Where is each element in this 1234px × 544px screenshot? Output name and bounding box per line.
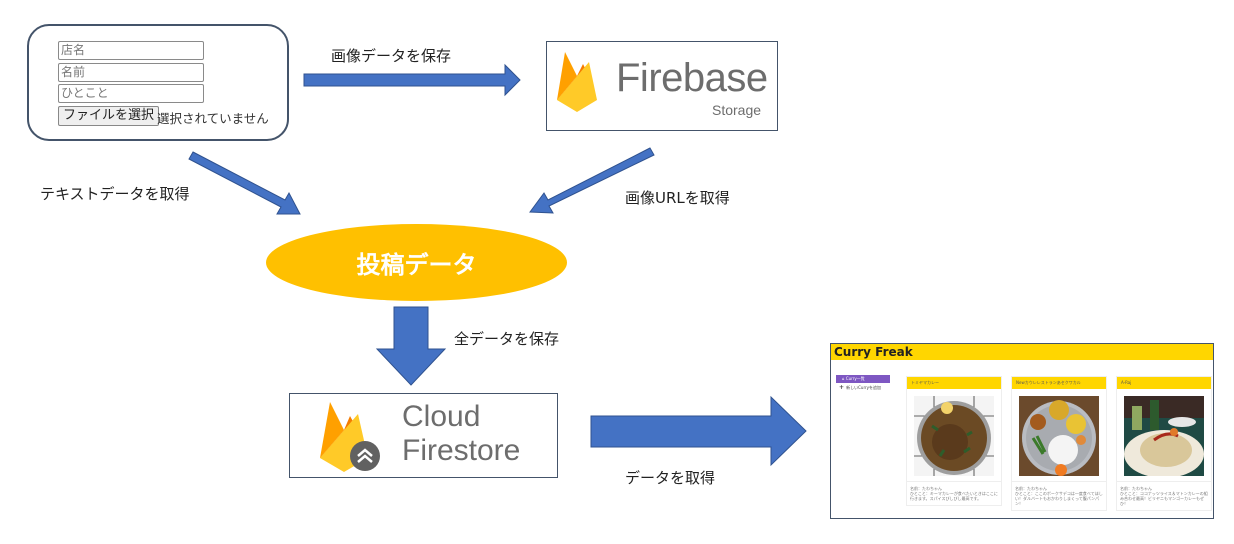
- curry-photo: [1124, 396, 1204, 476]
- choose-file-button[interactable]: ファイルを選択: [58, 106, 160, 126]
- cloud-firestore-title-line2: Firestore: [402, 434, 521, 467]
- card-body: 名前：たわちゃん ひとこと：キーマカレーが食べたいときはここに行きます。スパイス…: [907, 481, 1001, 505]
- firebase-subtitle: Storage: [712, 102, 762, 118]
- firebase-storage-box: [546, 41, 778, 131]
- label-get-text: テキストデータを取得: [40, 185, 190, 203]
- home-icon: ⌂: [842, 376, 846, 381]
- arrow-get-text: [188, 151, 301, 215]
- label-save-all: 全データを保存: [454, 330, 560, 348]
- card-body: 名前：たわちゃん ひとこと：ここのポークサデコは一度食べてほしい！ダルバートもお…: [1012, 481, 1106, 510]
- curry-photo: [1019, 396, 1099, 476]
- label-get-image-url: 画像URLを取得: [625, 189, 730, 207]
- curry-card[interactable]: A-Raj 名前：たわちゃん ひとこと：ココナッツライス＆マトンカレーの組み合わ…: [1116, 376, 1212, 511]
- firebase-title: Firebase: [616, 56, 768, 100]
- app-screenshot: Curry Freak ⌂ Curry一覧 + 新しいCurryを追加 トミヤマ…: [830, 343, 1214, 519]
- nav-item-add-curry[interactable]: + 新しいCurryを追加: [839, 385, 881, 391]
- curry-photo: [914, 396, 994, 476]
- nav-item-label: Curry一覧: [845, 376, 865, 381]
- plus-icon: +: [839, 384, 847, 391]
- arrow-save-image: [303, 63, 521, 97]
- card-name: 名前：たわちゃん: [910, 486, 942, 491]
- post-data-ellipse: 投稿データ: [266, 224, 567, 301]
- label-get-data: データを取得: [625, 469, 716, 487]
- card-shop-name: トミヤマカレー: [907, 377, 1001, 389]
- app-title: Curry Freak: [834, 345, 913, 359]
- label-save-image: 画像データを保存: [331, 47, 452, 65]
- app-header: Curry Freak: [831, 344, 1213, 360]
- card-shop-name: A-Raj: [1117, 377, 1211, 389]
- card-body: 名前：たわちゃん ひとこと：ココナッツライス＆マトンカレーの組み合わせ最高！ビリ…: [1117, 481, 1211, 510]
- comment-input[interactable]: ひとこと: [58, 84, 204, 103]
- arrow-save-all: [375, 306, 447, 386]
- curry-card[interactable]: トミヤマカレー 名前：たわちゃん ひとこと：キーマカレーが食べたいときはここに行…: [906, 376, 1002, 506]
- name-input[interactable]: 名前: [58, 63, 204, 82]
- arrow-get-data: [590, 395, 807, 467]
- firebase-flame-icon: [557, 52, 597, 112]
- card-comment: ひとこと：ここのポークサデコは一度食べてほしい！ダルバートもおかわりしまくって腹…: [1015, 491, 1103, 506]
- file-status: 選択されていません: [157, 111, 269, 126]
- card-shop-name: Newカウレレストランあセクワカル: [1012, 377, 1106, 389]
- curry-card[interactable]: Newカウレレストランあセクワカル 名前：たわちゃん ひとこと：ここのポークサデ…: [1011, 376, 1107, 511]
- card-comment: ひとこと：キーマカレーが食べたいときはここに行きます。スパイスびしびし最高です。: [910, 491, 998, 501]
- cloud-firestore-title-line1: Cloud: [402, 400, 481, 433]
- post-data-label: 投稿データ: [356, 251, 477, 279]
- arrow-get-image-url: [529, 147, 655, 214]
- card-name: 名前：たわちゃん: [1120, 486, 1152, 491]
- nav-item-label: 新しいCurryを追加: [846, 385, 882, 390]
- shop-name-input[interactable]: 店名: [58, 41, 204, 60]
- cloud-firestore-title: Cloud Firestore: [402, 400, 520, 468]
- card-name: 名前：たわちゃん: [1015, 486, 1047, 491]
- card-comment: ひとこと：ココナッツライス＆マトンカレーの組み合わせ最高！ビリヤニもマンゴーカレ…: [1120, 491, 1208, 506]
- firestore-flame-icon: [320, 402, 380, 472]
- nav-item-curry-list[interactable]: ⌂ Curry一覧: [836, 375, 890, 383]
